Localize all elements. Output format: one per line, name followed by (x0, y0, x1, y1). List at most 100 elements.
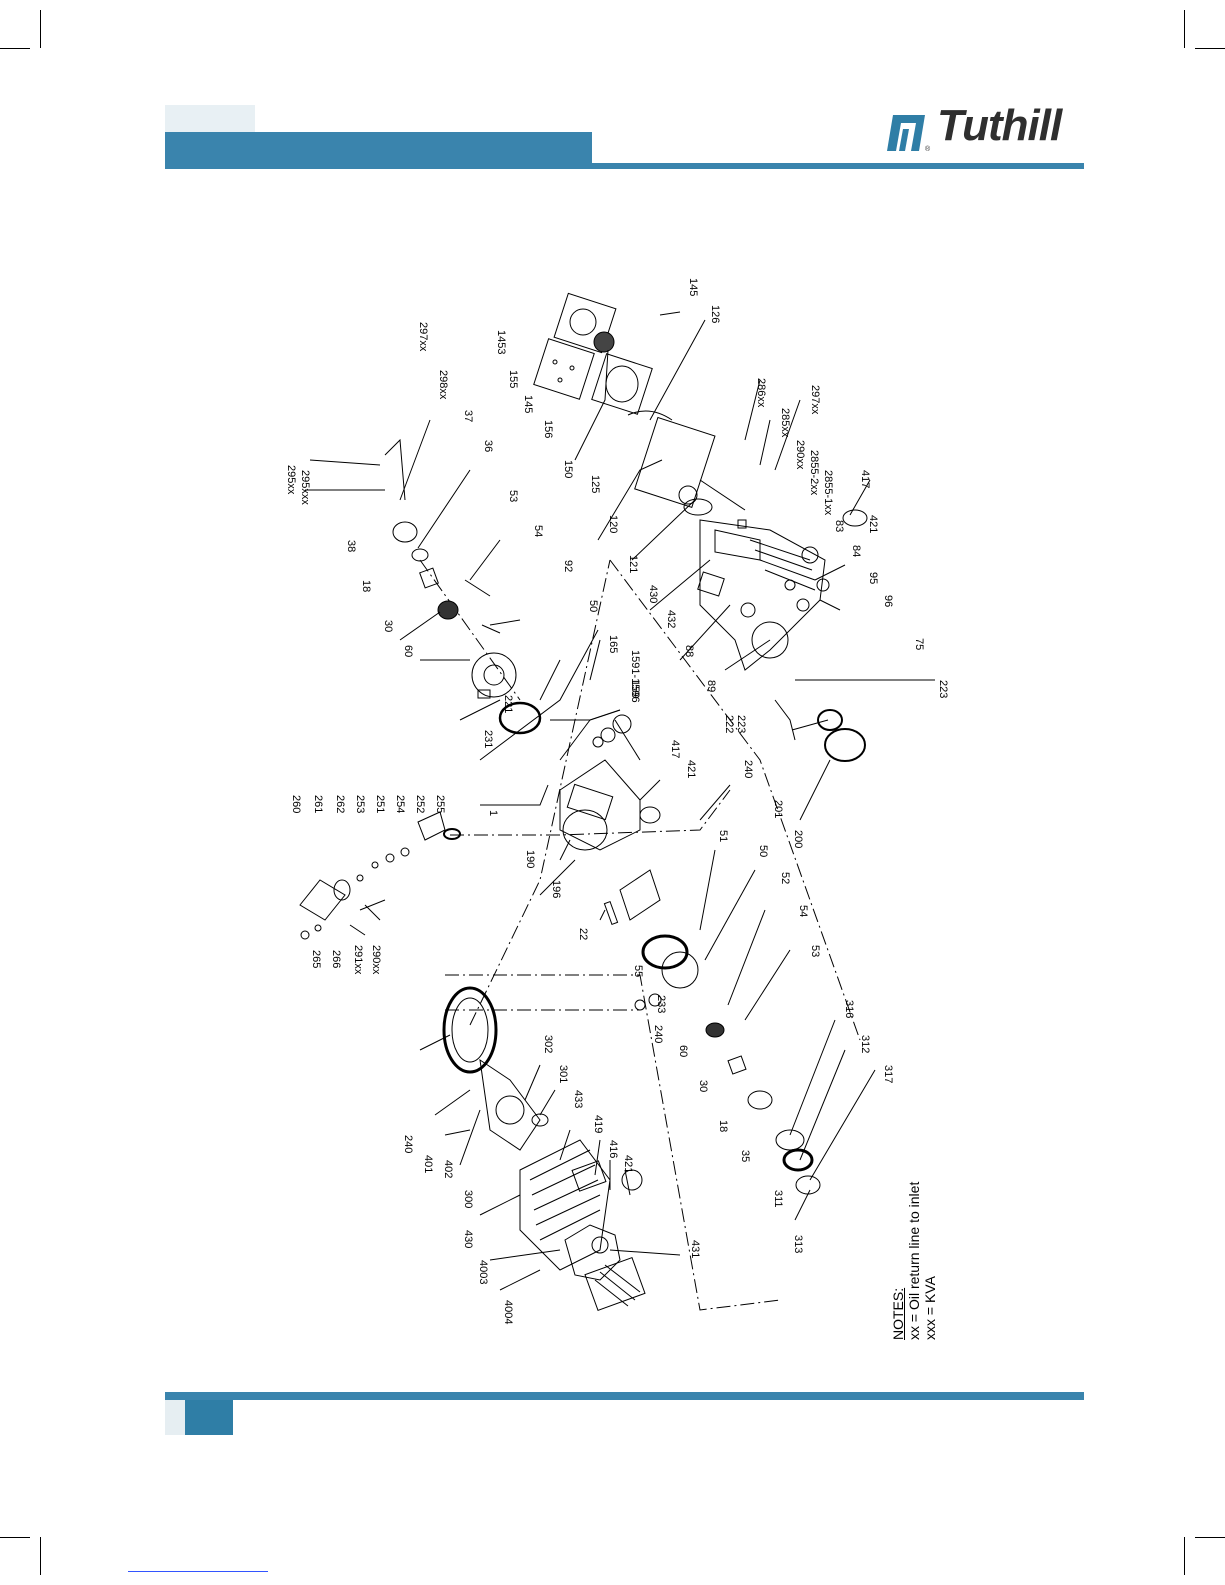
footer-line (165, 1392, 1084, 1400)
part-label: 159 (629, 680, 641, 698)
part-label: 254 (394, 795, 406, 813)
part-label: 285xx (779, 408, 791, 438)
part-label: 84 (850, 545, 862, 557)
part-label: 430 (462, 1230, 474, 1248)
part-label: 297xx (417, 322, 429, 352)
part-label: 251 (374, 795, 386, 813)
inlet-valve (299, 847, 410, 940)
part-label: 416 (607, 1140, 619, 1158)
part-label: 96 (882, 595, 894, 607)
part-label: 419 (592, 1115, 604, 1133)
part-label: 421 (622, 1155, 634, 1173)
part-label: 4004 (502, 1300, 514, 1324)
brand-logo: Tuthill ® (885, 101, 1085, 156)
part-label: 165 (607, 635, 619, 653)
rear-cover-assembly (384, 438, 542, 735)
part-label: 53 (809, 945, 821, 957)
part-label: 95 (867, 572, 879, 584)
notes-line-2: xxx = KVA (922, 1276, 938, 1340)
part-label: 54 (797, 905, 809, 917)
part-label: 431 (689, 1240, 701, 1258)
part-label: 145 (687, 278, 699, 296)
part-label: 36 (482, 440, 494, 452)
part-label: 190 (524, 850, 536, 868)
part-label: 432 (665, 610, 677, 628)
header-line (592, 163, 1084, 169)
part-label: 317 (882, 1065, 894, 1083)
crop-mark (1184, 1537, 1185, 1575)
part-label: 92 (562, 560, 574, 572)
part-label: 2855-1xx (822, 470, 834, 516)
coupling-assembly (442, 986, 549, 1151)
part-label: 145 (522, 395, 534, 413)
header-bar (165, 132, 592, 169)
part-label: 291xx (352, 945, 364, 975)
part-label: 311 (772, 1190, 784, 1208)
part-label: 223 (937, 680, 949, 698)
crop-mark (40, 10, 41, 48)
part-label: 222 (723, 715, 735, 733)
part-label: 22 (577, 928, 589, 940)
part-label: 60 (402, 645, 414, 657)
separator-tank (697, 509, 868, 671)
part-label: 38 (345, 540, 357, 552)
part-label: 53 (507, 490, 519, 502)
crop-mark (0, 48, 30, 49)
part-label: 290xx (370, 945, 382, 975)
crop-mark (40, 1537, 41, 1575)
part-label: 262 (334, 795, 346, 813)
part-label: 286xx (755, 378, 767, 408)
part-label: 223 (735, 715, 747, 733)
rotor-assembly (603, 869, 821, 1195)
pump-body (417, 714, 661, 851)
part-label: 30 (697, 1080, 709, 1092)
crop-mark (0, 1537, 30, 1538)
part-label: 126 (709, 305, 721, 323)
part-label: 233 (655, 995, 667, 1013)
notes-line-1: xx = Oil return line to inlet (906, 1181, 922, 1340)
part-label: 52 (779, 872, 791, 884)
footer-link-underline (128, 1571, 268, 1572)
part-label: 55 (632, 965, 644, 977)
part-label: 200 (792, 830, 804, 848)
filter-housing (533, 292, 716, 516)
footer-page-tab (185, 1400, 233, 1435)
part-label: 120 (607, 515, 619, 533)
part-label: 18 (360, 580, 372, 592)
part-label: 252 (414, 795, 426, 813)
part-label: 75 (913, 638, 925, 650)
crop-mark (1195, 48, 1225, 49)
part-label: 290xx (794, 440, 806, 470)
part-label: 150 (562, 460, 574, 478)
part-label: 83 (833, 520, 845, 532)
part-label: 421 (685, 760, 697, 778)
part-label: 312 (859, 1035, 871, 1053)
crop-mark (1195, 1537, 1225, 1538)
part-label: 196 (550, 880, 562, 898)
part-label: 240 (652, 1025, 664, 1043)
part-label: 417 (669, 740, 681, 758)
part-label: 2855-2xx (808, 450, 820, 496)
notes-title: NOTES: (890, 1287, 906, 1340)
part-label: 50 (587, 600, 599, 612)
part-label: 125 (589, 475, 601, 493)
part-label: 265 (310, 950, 322, 968)
part-label: 60 (677, 1045, 689, 1057)
footer-accent-light (165, 1400, 185, 1435)
part-label: 240 (742, 760, 754, 778)
part-label: 50 (757, 845, 769, 857)
part-label: 433 (572, 1090, 584, 1108)
part-label: 301 (557, 1065, 569, 1083)
tuthill-logo-icon (887, 115, 925, 151)
part-label: 421 (867, 515, 879, 533)
part-label: 156 (542, 420, 554, 438)
part-label: 302 (542, 1035, 554, 1053)
part-label: 35 (739, 1150, 751, 1162)
notes-block: NOTES: xx = Oil return line to inlet xxx… (890, 1182, 938, 1340)
brand-name: Tuthill (937, 101, 1062, 150)
part-label: 253 (354, 795, 366, 813)
part-label: 300 (462, 1190, 474, 1208)
part-label: 89 (705, 680, 717, 692)
part-label: 37 (462, 410, 474, 422)
